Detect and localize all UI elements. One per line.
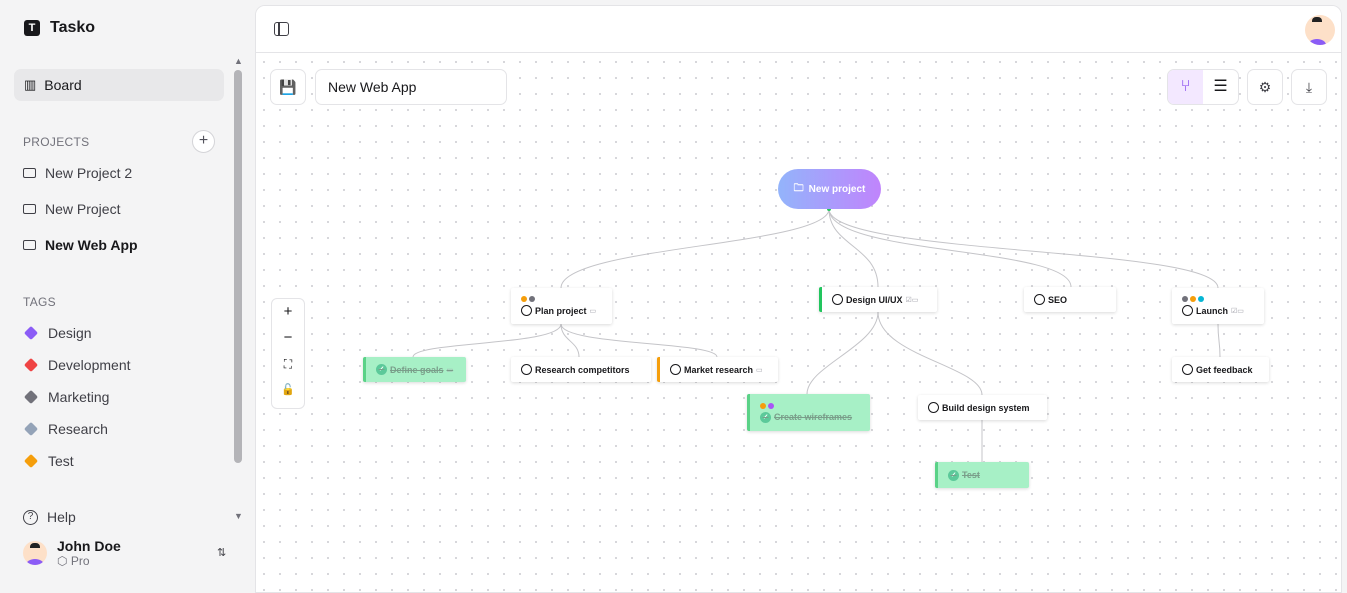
check-icon[interactable]: ✓ xyxy=(376,364,387,375)
status-circle-icon[interactable] xyxy=(1182,305,1193,316)
sidebar-toggle-icon[interactable] xyxy=(274,22,289,36)
sidebar-item-board[interactable]: ▥Board xyxy=(14,69,224,101)
save-button[interactable]: 💾 xyxy=(270,69,306,105)
task-node[interactable]: SEO xyxy=(1024,287,1116,312)
projects-heading: PROJECTS xyxy=(23,135,90,149)
checklist-icon: ☑▭ xyxy=(905,296,919,304)
board-icon: ▥ xyxy=(24,77,37,92)
task-node-done[interactable]: ✓Test xyxy=(935,462,1029,488)
topbar xyxy=(256,6,1341,53)
graph-view-button[interactable]: ⑂ xyxy=(1168,70,1203,104)
tag-item[interactable]: Research xyxy=(23,421,108,437)
chevron-updown-icon[interactable]: ⇅ xyxy=(217,547,227,559)
task-node[interactable]: Build design system xyxy=(918,395,1047,420)
scroll-down-arrow[interactable]: ▼ xyxy=(234,511,243,521)
user-menu[interactable]: John Doe ⬡ Pro xyxy=(23,538,121,568)
help-link[interactable]: ?Help xyxy=(23,509,76,525)
tag-item[interactable]: Development xyxy=(23,357,131,373)
check-icon[interactable]: ✓ xyxy=(760,411,771,423)
tag-diamond-icon xyxy=(23,357,39,373)
task-node-done[interactable]: ✓Create wireframes xyxy=(747,394,870,431)
folder-icon xyxy=(23,168,36,178)
tag-diamond-icon xyxy=(23,325,39,341)
tag-item[interactable]: Marketing xyxy=(23,389,109,405)
folder-icon xyxy=(23,240,36,250)
status-circle-icon[interactable] xyxy=(670,364,681,375)
sidebar-project-item[interactable]: New Project xyxy=(23,201,120,217)
project-title-input[interactable] xyxy=(315,69,507,105)
root-node[interactable]: 🗀New project xyxy=(778,169,881,209)
task-node[interactable]: Research competitors xyxy=(511,357,651,382)
check-icon[interactable]: ✓ xyxy=(948,469,959,481)
sidebar-project-item[interactable]: New Project 2 xyxy=(23,165,132,181)
lock-button[interactable]: 🔓 xyxy=(281,384,295,396)
task-node[interactable]: Launch☑▭ xyxy=(1172,288,1264,324)
status-circle-icon[interactable] xyxy=(521,364,532,375)
user-plan: ⬡ Pro xyxy=(57,554,90,568)
status-circle-icon[interactable] xyxy=(928,402,939,413)
zoom-in-button[interactable]: + xyxy=(283,303,293,320)
zoom-controls: + − ⛶ 🔓 xyxy=(271,298,305,409)
task-node-done[interactable]: ✓Define goals▭ xyxy=(363,357,466,382)
view-switcher: ⑂ ☰ xyxy=(1167,69,1239,105)
folder-icon xyxy=(23,204,36,214)
task-node[interactable]: Get feedback xyxy=(1172,357,1269,382)
add-project-button[interactable]: + xyxy=(192,130,215,153)
task-node[interactable]: Design UI/UX☑▭ xyxy=(819,287,937,312)
tag-item[interactable]: Test xyxy=(23,453,74,469)
help-icon: ? xyxy=(23,509,38,525)
settings-button[interactable]: ⚙ xyxy=(1247,69,1283,105)
comment-icon: ▭ xyxy=(756,366,763,374)
tag-item[interactable]: Design xyxy=(23,325,92,341)
checklist-icon: ☑▭ xyxy=(1231,307,1244,315)
status-circle-icon[interactable] xyxy=(1034,294,1045,305)
sidebar-scrollbar[interactable] xyxy=(234,70,242,463)
folder-icon: 🗀 xyxy=(793,182,804,194)
status-circle-icon[interactable] xyxy=(832,294,843,305)
graph-edges xyxy=(412,207,1221,462)
sidebar-project-item-active[interactable]: New Web App xyxy=(23,237,138,253)
task-node[interactable]: Market research▭ xyxy=(657,357,778,382)
avatar xyxy=(23,541,47,565)
status-circle-icon[interactable] xyxy=(1182,364,1193,375)
zoom-out-button[interactable]: − xyxy=(283,329,293,346)
logo-icon: T xyxy=(24,20,40,36)
user-name: John Doe xyxy=(57,538,121,554)
scroll-up-arrow[interactable]: ▲ xyxy=(234,56,243,66)
list-view-button[interactable]: ☰ xyxy=(1213,78,1228,95)
tag-diamond-icon xyxy=(23,389,39,405)
download-button[interactable]: ⤓ xyxy=(1291,69,1327,105)
canvas[interactable]: 💾 ⑂ ☰ ⚙ ⤓ 🗀New project Plan project▭ Des… xyxy=(255,5,1342,593)
task-node[interactable]: Plan project▭ xyxy=(511,288,612,324)
status-circle-icon[interactable] xyxy=(521,305,532,316)
tags-heading: TAGS xyxy=(23,295,56,309)
tag-diamond-icon xyxy=(23,421,39,437)
comment-icon: ▭ xyxy=(589,307,597,315)
avatar[interactable] xyxy=(1305,15,1335,45)
comment-icon: ▭ xyxy=(446,366,454,374)
fit-view-button[interactable]: ⛶ xyxy=(283,357,293,371)
tag-diamond-icon xyxy=(23,453,39,469)
